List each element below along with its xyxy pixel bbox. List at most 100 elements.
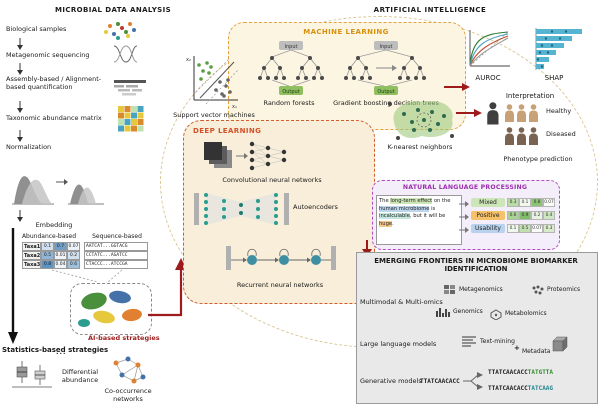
red-arrow-interpretation-icon	[444, 83, 470, 91]
heat-cell: 0.4	[543, 211, 555, 220]
abundance-matrix-icon	[118, 106, 144, 132]
heat-cell: 0.07	[531, 224, 543, 233]
red-arrow-phenotype-icon	[456, 109, 482, 117]
frontiers-title: EMERGING FRONTIERS IN MICROBIOME BIOMARK…	[374, 257, 578, 274]
sequence-row: CTACCC...ATCCGA	[84, 260, 148, 269]
proteomics-label: Proteomics	[547, 286, 581, 293]
rnn-icon	[226, 246, 336, 270]
step-normalization: Normalization	[6, 143, 52, 151]
taxa-name: Taxa3	[22, 260, 41, 269]
deep-learning-title: DEEP LEARNING	[193, 127, 262, 135]
generative-output-sequence: TTATCAACACCTATGTTA	[488, 369, 553, 376]
random-forest-icon: Input Output	[257, 41, 325, 95]
diseased-label: Diseased	[546, 130, 576, 138]
embedding-connector-lines	[51, 269, 123, 283]
genomics-icon	[436, 308, 450, 317]
machine-learning-title: MACHINE LEARNING	[303, 28, 389, 36]
generative-input-sequence: TTATCAACACC	[420, 378, 460, 385]
cooccurrence-network-icon	[113, 356, 146, 384]
text-mining-icon	[462, 336, 476, 347]
cnn-label: Convolutional neural networks	[222, 176, 322, 184]
table-row: Taxa2 0.5 0.01 0.2	[22, 251, 80, 260]
cnn-icon	[204, 141, 287, 171]
shap-bars-icon	[535, 28, 582, 70]
gbdt-input-label: Input	[380, 44, 393, 50]
rf-input-label: Input	[285, 44, 298, 50]
step-metagenomic-sequencing: Metagenomic sequencing	[6, 51, 90, 59]
heat-cell: 0.3	[543, 224, 555, 233]
nlp-tag-usability: Usability	[471, 224, 505, 233]
ai-strategies-label: AI-based strategies	[88, 334, 160, 342]
metabolomics-icon	[490, 309, 502, 320]
taxa-cell: 0.07	[67, 242, 80, 251]
heat-cell: 0.5	[519, 224, 531, 233]
sequence-row: CCTATC...AGATCC	[84, 251, 148, 260]
sequence-table: AATCAT...GGTACG CCTATC...AGATCC CTACCC..…	[84, 242, 148, 269]
sequence-suffix: TATCAAG	[527, 385, 554, 392]
step-quantification: Assembly-based / Alignment-based quantif…	[6, 75, 102, 91]
autoencoder-icon	[194, 193, 289, 225]
taxa-cell: 0.7	[54, 242, 67, 251]
gbdt-icon: Input Output	[343, 41, 427, 95]
table-row: Taxa3 0.8 0.04 0.6	[22, 260, 80, 269]
text-mining-label: Text-mining	[480, 338, 515, 345]
alignment-icon	[114, 80, 146, 96]
plus-sign: +	[514, 344, 520, 352]
llm-label: Large language models	[360, 340, 437, 348]
metabolomics-label: Metabolomics	[505, 310, 547, 317]
nlp-tag-mixed: Mixed	[471, 198, 505, 207]
abundance-based-label: Abundance-based	[21, 233, 77, 240]
taxa-name: Taxa1	[22, 242, 41, 251]
step-embedding: Embedding	[35, 221, 73, 229]
sentence-highlight: huge	[379, 220, 393, 227]
generative-branch-arrow-icon	[463, 372, 483, 390]
statistics-arrow-icon	[8, 228, 18, 344]
taxa-cell: 0.1	[41, 242, 54, 251]
ai-title: ARTIFICIAL INTELLIGENCE	[373, 6, 487, 14]
sequence-prefix: TTATCAACACC	[488, 385, 528, 392]
phenotype-prediction-label: Phenotype prediction	[503, 155, 573, 163]
autoencoders-label: Autoencoders	[293, 203, 338, 211]
taxa-cell: 0.5	[41, 251, 54, 260]
healthy-label: Healthy	[546, 107, 572, 115]
taxa-cell: 0.8	[41, 260, 54, 269]
heat-cell: 0.2	[531, 211, 543, 220]
nlp-heat-row: 0.6 0.9 0.2 0.4	[507, 211, 555, 220]
nlp-tag-positive: Positive	[471, 211, 505, 220]
svm-label: Support vector machines	[173, 111, 255, 119]
dna-icon	[113, 45, 138, 63]
sentence-part: .	[392, 220, 394, 227]
sentence-part: The	[379, 198, 391, 204]
nlp-sentence: The long-term effect on the human microb…	[376, 195, 462, 245]
sentence-highlight: incalculable	[379, 213, 410, 220]
nlp-heat-row: 0.1 0.5 0.07 0.3	[507, 224, 555, 233]
multiomics-label: Multimodal & Multi-omics	[360, 298, 443, 306]
gbdt-label: Gradient boosting decision trees	[333, 99, 439, 107]
sentence-highlight: long-term effect	[390, 198, 433, 204]
sequence-row: AATCAT...GGTACG	[84, 242, 148, 251]
nlp-title: NATURAL LANGUAGE PROCESSING	[402, 184, 528, 191]
sequence-based-label: Sequence-based	[92, 233, 142, 240]
flow-arrow-icon	[16, 38, 24, 51]
cooccurrence-networks-label: Co-occurrence networks	[104, 387, 152, 403]
svm-x2-axis-label: x₂	[186, 57, 191, 63]
nlp-heat-row: 0.3 0.1 0.8 0.07	[507, 198, 555, 207]
auroc-curves-icon	[469, 30, 510, 67]
sentence-part: on the	[432, 198, 451, 204]
knn-label: K-nearest neighbors	[387, 143, 453, 151]
heat-cell: 0.9	[519, 211, 531, 220]
heat-cell: 0.07	[543, 198, 555, 207]
step-taxonomic-matrix: Taxonomic abundance matrix	[6, 114, 102, 122]
abundance-table: Taxa1 0.1 0.7 0.07 Taxa2 0.5 0.01 0.2 Ta…	[22, 242, 80, 269]
flow-arrow-icon	[16, 210, 24, 223]
stats-ellipsis: ...	[56, 348, 67, 356]
embedding-space-box	[70, 283, 152, 335]
nlp-arrow-icon	[459, 200, 469, 208]
interpretation-label: Interpretation	[505, 92, 555, 100]
generative-output-sequence: TTATCAACACCTATCAAG	[488, 385, 553, 392]
table-row: Taxa1 0.1 0.7 0.07	[22, 242, 80, 251]
nlp-arrow-icon	[459, 213, 469, 221]
sentence-highlight: human microbiome	[379, 205, 430, 212]
metadata-cube-icon	[552, 336, 568, 352]
